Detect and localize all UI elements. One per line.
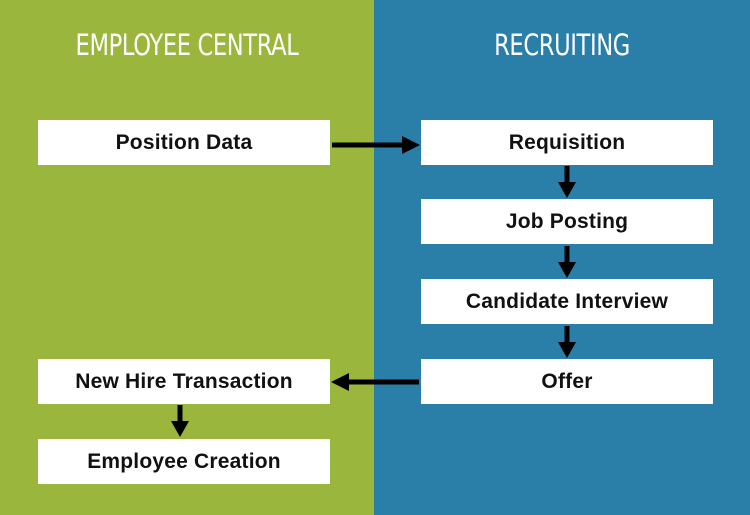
employee-central-panel: EMPLOYEE CENTRAL bbox=[0, 0, 374, 515]
employee-creation-box: Employee Creation bbox=[38, 439, 330, 484]
employee-central-title: EMPLOYEE CENTRAL bbox=[75, 28, 299, 62]
arrow-new-hire-to-employee-creation bbox=[171, 405, 189, 437]
job-posting-box: Job Posting bbox=[421, 199, 713, 244]
arrow-requisition-to-job-posting bbox=[558, 166, 576, 198]
position-data-box: Position Data bbox=[38, 120, 330, 165]
offer-box: Offer bbox=[421, 359, 713, 404]
recruiting-panel: RECRUITING bbox=[374, 0, 750, 515]
requisition-box: Requisition bbox=[421, 120, 713, 165]
arrow-position-to-requisition bbox=[332, 136, 420, 154]
arrow-offer-to-new-hire bbox=[331, 373, 419, 391]
arrow-candidate-interview-to-offer bbox=[558, 326, 576, 358]
arrow-job-posting-to-candidate-interview bbox=[558, 246, 576, 278]
new-hire-transaction-box: New Hire Transaction bbox=[38, 359, 330, 404]
candidate-interview-box: Candidate Interview bbox=[421, 279, 713, 324]
recruiting-title: RECRUITING bbox=[494, 28, 630, 62]
